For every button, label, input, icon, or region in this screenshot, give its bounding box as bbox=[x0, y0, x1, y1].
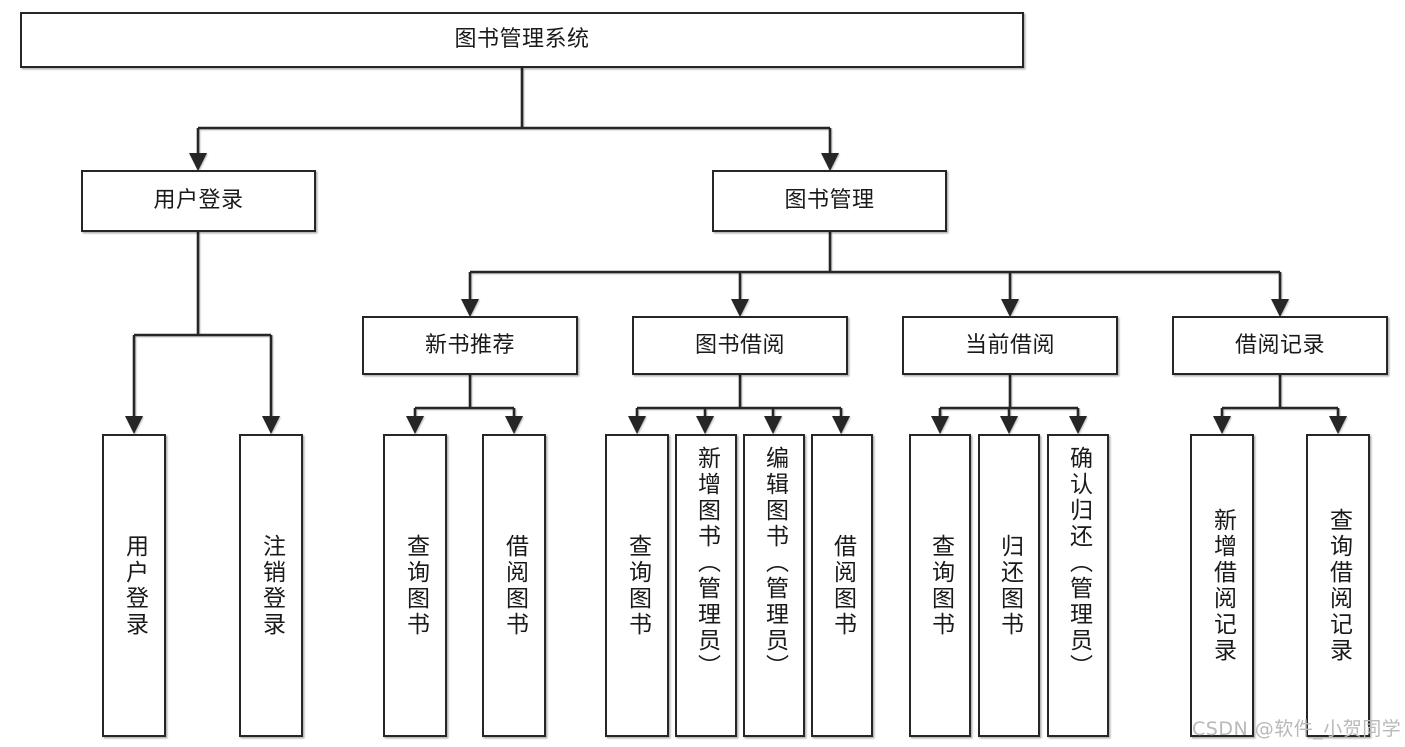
node-leaf-borrow-book-2[interactable]: 借阅图书 bbox=[811, 434, 873, 737]
node-leaf-query-book-2[interactable]: 查询图书 bbox=[605, 434, 669, 737]
node-current-borrow[interactable]: 当前借阅 bbox=[902, 316, 1118, 375]
node-leaf-query-book-3[interactable]: 查询图书 bbox=[909, 434, 971, 737]
node-leaf-user-login-label: 用户登录 bbox=[121, 533, 148, 638]
node-new-book-recommend[interactable]: 新书推荐 bbox=[362, 316, 578, 375]
node-leaf-add-book[interactable]: 新增图书（管理员） bbox=[675, 434, 737, 737]
node-leaf-borrow-book-2-label: 借阅图书 bbox=[829, 533, 856, 638]
node-new-book-recommend-label: 新书推荐 bbox=[424, 332, 515, 358]
node-book-borrow-label: 图书借阅 bbox=[694, 332, 785, 358]
node-leaf-add-record-label: 新增借阅记录 bbox=[1209, 507, 1236, 664]
node-leaf-query-record-label: 查询借阅记录 bbox=[1325, 507, 1352, 664]
node-leaf-logout[interactable]: 注销登录 bbox=[239, 434, 303, 737]
node-user-login[interactable]: 用户登录 bbox=[81, 170, 316, 232]
node-leaf-query-book-1-label: 查询图书 bbox=[402, 533, 429, 638]
node-leaf-logout-label: 注销登录 bbox=[258, 533, 285, 638]
node-root[interactable]: 图书管理系统 bbox=[20, 12, 1024, 68]
node-leaf-return-book-label: 归还图书 bbox=[996, 533, 1023, 638]
watermark-text: CSDN @软件_小贺同学 bbox=[1192, 718, 1402, 740]
node-leaf-edit-book-label: 编辑图书（管理员） bbox=[761, 446, 788, 680]
node-leaf-query-book-1[interactable]: 查询图书 bbox=[383, 434, 447, 737]
node-leaf-query-book-2-label: 查询图书 bbox=[624, 533, 651, 638]
node-leaf-add-book-label: 新增图书（管理员） bbox=[693, 446, 720, 680]
node-book-management[interactable]: 图书管理 bbox=[712, 170, 947, 232]
node-book-management-label: 图书管理 bbox=[784, 188, 875, 214]
node-leaf-return-book[interactable]: 归还图书 bbox=[978, 434, 1040, 737]
node-book-borrow[interactable]: 图书借阅 bbox=[632, 316, 848, 375]
node-leaf-query-book-3-label: 查询图书 bbox=[927, 533, 954, 638]
node-leaf-query-record[interactable]: 查询借阅记录 bbox=[1306, 434, 1370, 737]
node-leaf-confirm-return-label: 确认归还（管理员） bbox=[1065, 446, 1092, 680]
node-leaf-confirm-return[interactable]: 确认归还（管理员） bbox=[1047, 434, 1109, 737]
node-borrow-record[interactable]: 借阅记录 bbox=[1172, 316, 1388, 375]
node-leaf-user-login[interactable]: 用户登录 bbox=[102, 434, 166, 737]
node-leaf-edit-book[interactable]: 编辑图书（管理员） bbox=[743, 434, 805, 737]
node-borrow-record-label: 借阅记录 bbox=[1234, 332, 1325, 358]
node-root-label: 图书管理系统 bbox=[454, 27, 590, 53]
node-user-login-label: 用户登录 bbox=[153, 188, 244, 214]
node-leaf-borrow-book-1-label: 借阅图书 bbox=[501, 533, 528, 638]
node-current-borrow-label: 当前借阅 bbox=[964, 332, 1055, 358]
node-leaf-add-record[interactable]: 新增借阅记录 bbox=[1190, 434, 1254, 737]
node-leaf-borrow-book-1[interactable]: 借阅图书 bbox=[482, 434, 546, 737]
